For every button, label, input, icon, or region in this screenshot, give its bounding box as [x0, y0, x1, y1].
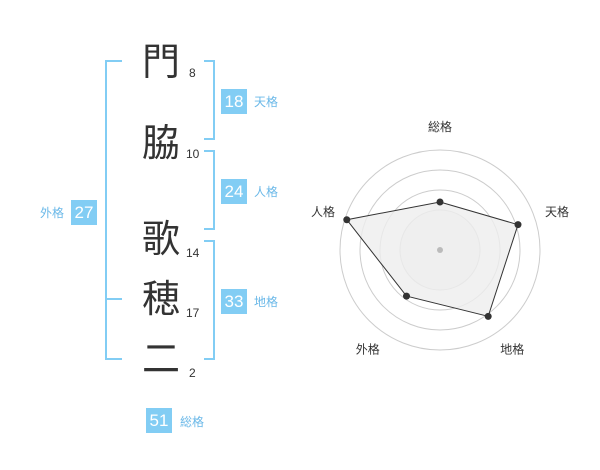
- radar-center-dot: [437, 247, 443, 253]
- stroke-count-4: 17: [186, 306, 200, 320]
- soukaku-value: 51: [146, 408, 172, 433]
- name-char-1: 門: [142, 40, 181, 84]
- radar-points: [343, 198, 522, 320]
- tenkaku-value: 18: [221, 89, 247, 114]
- name-char-4: 穂: [142, 277, 181, 321]
- soukaku-label: 総格: [180, 415, 205, 429]
- name-char-2: 脇: [142, 121, 181, 165]
- radar-axis-label-2: 天格: [545, 204, 569, 219]
- jinkaku-label: 人格: [254, 185, 279, 199]
- jinkaku-value: 24: [221, 179, 247, 204]
- radar-axis-label-5: 人格: [311, 204, 335, 219]
- name-char-5: 二: [142, 337, 181, 381]
- chikaku-label: 地格: [254, 295, 279, 309]
- stroke-count-3: 14: [186, 246, 200, 260]
- radar-point-3: [484, 312, 492, 320]
- gaikaku-value: 27: [71, 200, 97, 225]
- stroke-count-5: 2: [189, 366, 196, 380]
- radar-grid-ring: [339, 149, 541, 351]
- name-char-3: 歌: [142, 217, 181, 261]
- radar-area: [345, 201, 519, 317]
- stroke-count-1: 8: [189, 66, 196, 80]
- tenkaku-label: 天格: [254, 95, 279, 109]
- radar-point-2: [514, 221, 522, 229]
- radar-axis-label-3: 地格: [500, 342, 524, 357]
- stroke-count-2: 10: [186, 147, 200, 161]
- radar-point-5: [343, 216, 351, 224]
- chikaku-value: 33: [221, 289, 247, 314]
- radar-point-1: [436, 198, 444, 206]
- radar-grid-ring: [359, 169, 521, 331]
- gaikaku-label: 外格: [40, 206, 65, 220]
- radar-axis-label-1: 総格: [428, 119, 452, 134]
- radar-axis-label-4: 外格: [356, 342, 380, 357]
- radar-point-4: [402, 292, 410, 300]
